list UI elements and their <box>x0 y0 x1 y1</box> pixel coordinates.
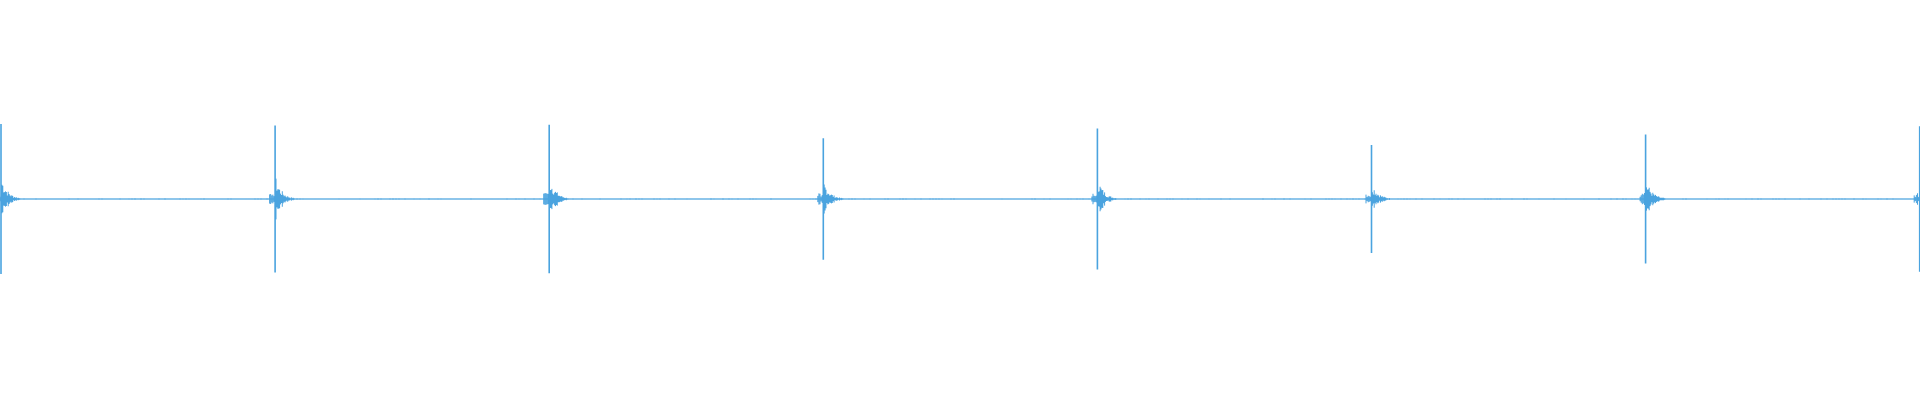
waveform-pulse <box>1365 145 1391 253</box>
pulse-decay <box>817 184 843 214</box>
waveform-pulse <box>543 124 569 274</box>
waveform-pulse <box>1913 126 1920 272</box>
pulse-decay <box>1365 190 1391 208</box>
waveform-pulse <box>817 138 843 260</box>
baseline-noise <box>0 198 1915 200</box>
waveform-pulses <box>0 124 1920 274</box>
pulse-decay <box>1913 193 1920 205</box>
pulse-decay <box>543 188 569 210</box>
